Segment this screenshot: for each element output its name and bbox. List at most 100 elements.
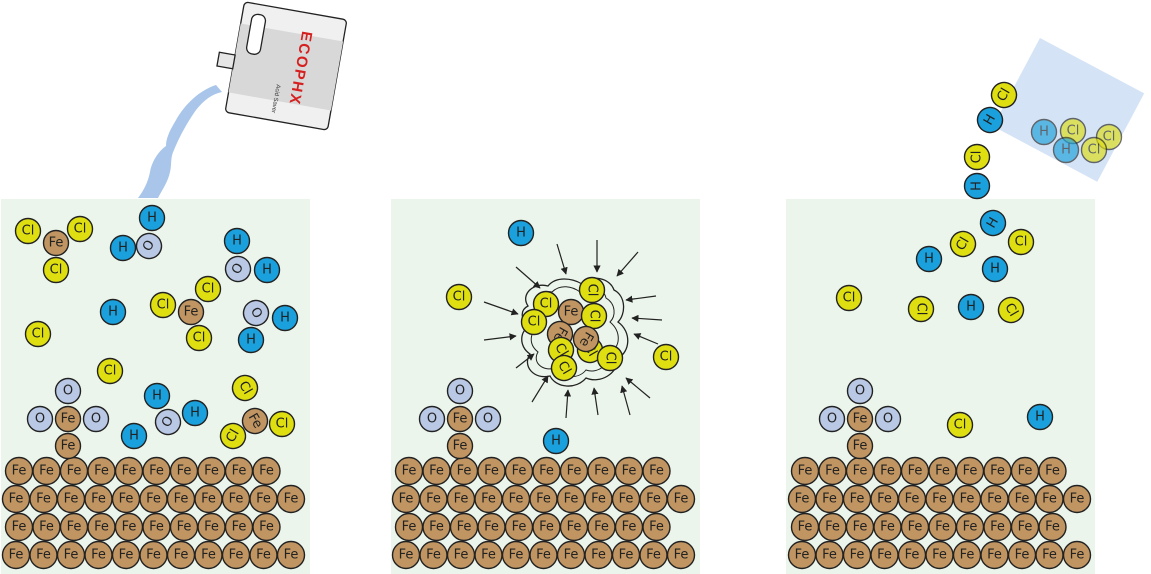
- cl-atom: Cl: [1007, 228, 1035, 256]
- o-atom-label: O: [855, 384, 865, 399]
- fe-atom: Fe: [504, 512, 534, 542]
- o-atom: O: [418, 405, 446, 433]
- inward-arrow: [631, 314, 663, 323]
- fe-atom: Fe: [42, 229, 70, 257]
- cl-atom: Cl: [149, 291, 177, 319]
- fe-atom: Fe: [224, 456, 254, 486]
- fe-atom-label: Fe: [509, 548, 524, 563]
- h-atom-label: H: [1061, 143, 1071, 158]
- fe-atom: Fe: [446, 432, 474, 460]
- fe-atom-label: Fe: [619, 548, 634, 563]
- fe-atom: Fe: [790, 512, 820, 542]
- fe-atom-label: Fe: [646, 548, 661, 563]
- fe-atom: Fe: [1035, 484, 1064, 514]
- fe-atom: Fe: [925, 484, 954, 514]
- fe-atom: Fe: [1, 540, 31, 570]
- fe-atom-label: Fe: [905, 492, 920, 507]
- fe-atom-label: Fe: [536, 548, 551, 563]
- fe-atom-label: Fe: [149, 464, 164, 479]
- fe-atom: Fe: [980, 540, 1009, 570]
- o-atom: O: [135, 232, 163, 260]
- fe-atom: Fe: [166, 540, 196, 570]
- cl-atom-label: Cl: [660, 350, 673, 365]
- fe-atom-label: Fe: [795, 548, 810, 563]
- h-atom: H: [253, 256, 281, 284]
- fe-atom-label: Fe: [481, 492, 496, 507]
- fe-atom: Fe: [4, 512, 34, 542]
- o-atom-label: O: [35, 412, 45, 427]
- fe-atom: Fe: [169, 456, 199, 486]
- fe-atom: Fe: [142, 456, 171, 486]
- cl-atom: Cl: [578, 276, 606, 304]
- fe-atom-label: Fe: [908, 520, 923, 535]
- fe-atom: Fe: [394, 512, 424, 542]
- acid-saver-bottle: ECOPHX Acid Saver: [138, 1, 347, 198]
- fe-atom: Fe: [474, 540, 503, 570]
- o-atom: O: [26, 405, 54, 433]
- fe-atom: Fe: [873, 512, 902, 542]
- fe-atom-label: Fe: [576, 329, 596, 349]
- cl-atom-label: Cl: [104, 364, 117, 379]
- fe-atom: Fe: [249, 484, 278, 514]
- fe-atom: Fe: [114, 456, 144, 486]
- fe-atom-label: Fe: [454, 492, 469, 507]
- h-atom-label: H: [990, 262, 1000, 277]
- fe-atom: Fe: [584, 540, 613, 570]
- o-atom: O: [818, 405, 846, 433]
- fe-atom: Fe: [815, 540, 844, 570]
- o-atom-label: O: [63, 384, 73, 399]
- cl-atom-label: Cl: [585, 284, 600, 297]
- o-atom: O: [242, 299, 270, 327]
- fe-atom: Fe: [87, 456, 116, 486]
- cl-atom: Cl: [96, 357, 124, 385]
- fe-atom: Fe: [559, 512, 589, 542]
- fe-atom: Fe: [501, 484, 531, 514]
- cl-atom: Cl: [231, 374, 259, 402]
- fe-atom: Fe: [818, 512, 847, 542]
- h-atom: H: [1026, 403, 1054, 431]
- fe-atom: Fe: [925, 540, 954, 570]
- fe-atom: Fe: [32, 512, 61, 542]
- cl-atom-label: Cl: [74, 222, 87, 237]
- fe-atom: Fe: [587, 512, 616, 542]
- fe-atom: Fe: [221, 540, 251, 570]
- cl-atom: Cl: [219, 422, 247, 450]
- fe-atom-label: Fe: [963, 520, 978, 535]
- fe-atom-label: Fe: [512, 464, 527, 479]
- fe-atom-label: Fe: [122, 464, 137, 479]
- fe-atom-label: Fe: [426, 548, 441, 563]
- h-atom-label: H: [924, 252, 934, 267]
- fe-atom: Fe: [449, 512, 479, 542]
- fe-atom-label: Fe: [932, 548, 947, 563]
- h-atom: H: [271, 304, 299, 332]
- fe-atom-label: Fe: [284, 548, 299, 563]
- fe-atom-label: Fe: [67, 464, 82, 479]
- fe-atom: Fe: [224, 512, 254, 542]
- fe-atom: Fe: [1062, 540, 1092, 570]
- fe-atom-label: Fe: [484, 520, 499, 535]
- o-atom: O: [874, 405, 902, 433]
- fe-atom: Fe: [614, 456, 644, 486]
- cl-atom: Cl: [596, 344, 624, 372]
- h-atom: H: [979, 209, 1007, 237]
- fe-atom-label: Fe: [564, 548, 579, 563]
- fe-atom: Fe: [639, 484, 668, 514]
- cl-atom-label: Cl: [1103, 130, 1116, 145]
- fe-atom: Fe: [572, 325, 600, 353]
- fe-atom: Fe: [241, 407, 269, 435]
- fe-atom-label: Fe: [94, 464, 109, 479]
- fe-atom: Fe: [845, 456, 875, 486]
- h-atom-label: H: [190, 406, 200, 421]
- fe-atom-label: Fe: [853, 464, 868, 479]
- fe-atom-label: Fe: [481, 548, 496, 563]
- fe-atom-label: Fe: [594, 464, 609, 479]
- fe-atom-label: Fe: [1015, 492, 1030, 507]
- fe-atom-label: Fe: [798, 520, 813, 535]
- o-atom: O: [54, 377, 82, 405]
- fe-atom-label: Fe: [990, 464, 1005, 479]
- fe-atom: Fe: [584, 484, 613, 514]
- pour-stream: [138, 85, 222, 198]
- fe-atom-label: Fe: [822, 548, 837, 563]
- cl-atom-label: Cl: [1015, 235, 1028, 250]
- fe-atom: Fe: [252, 456, 281, 486]
